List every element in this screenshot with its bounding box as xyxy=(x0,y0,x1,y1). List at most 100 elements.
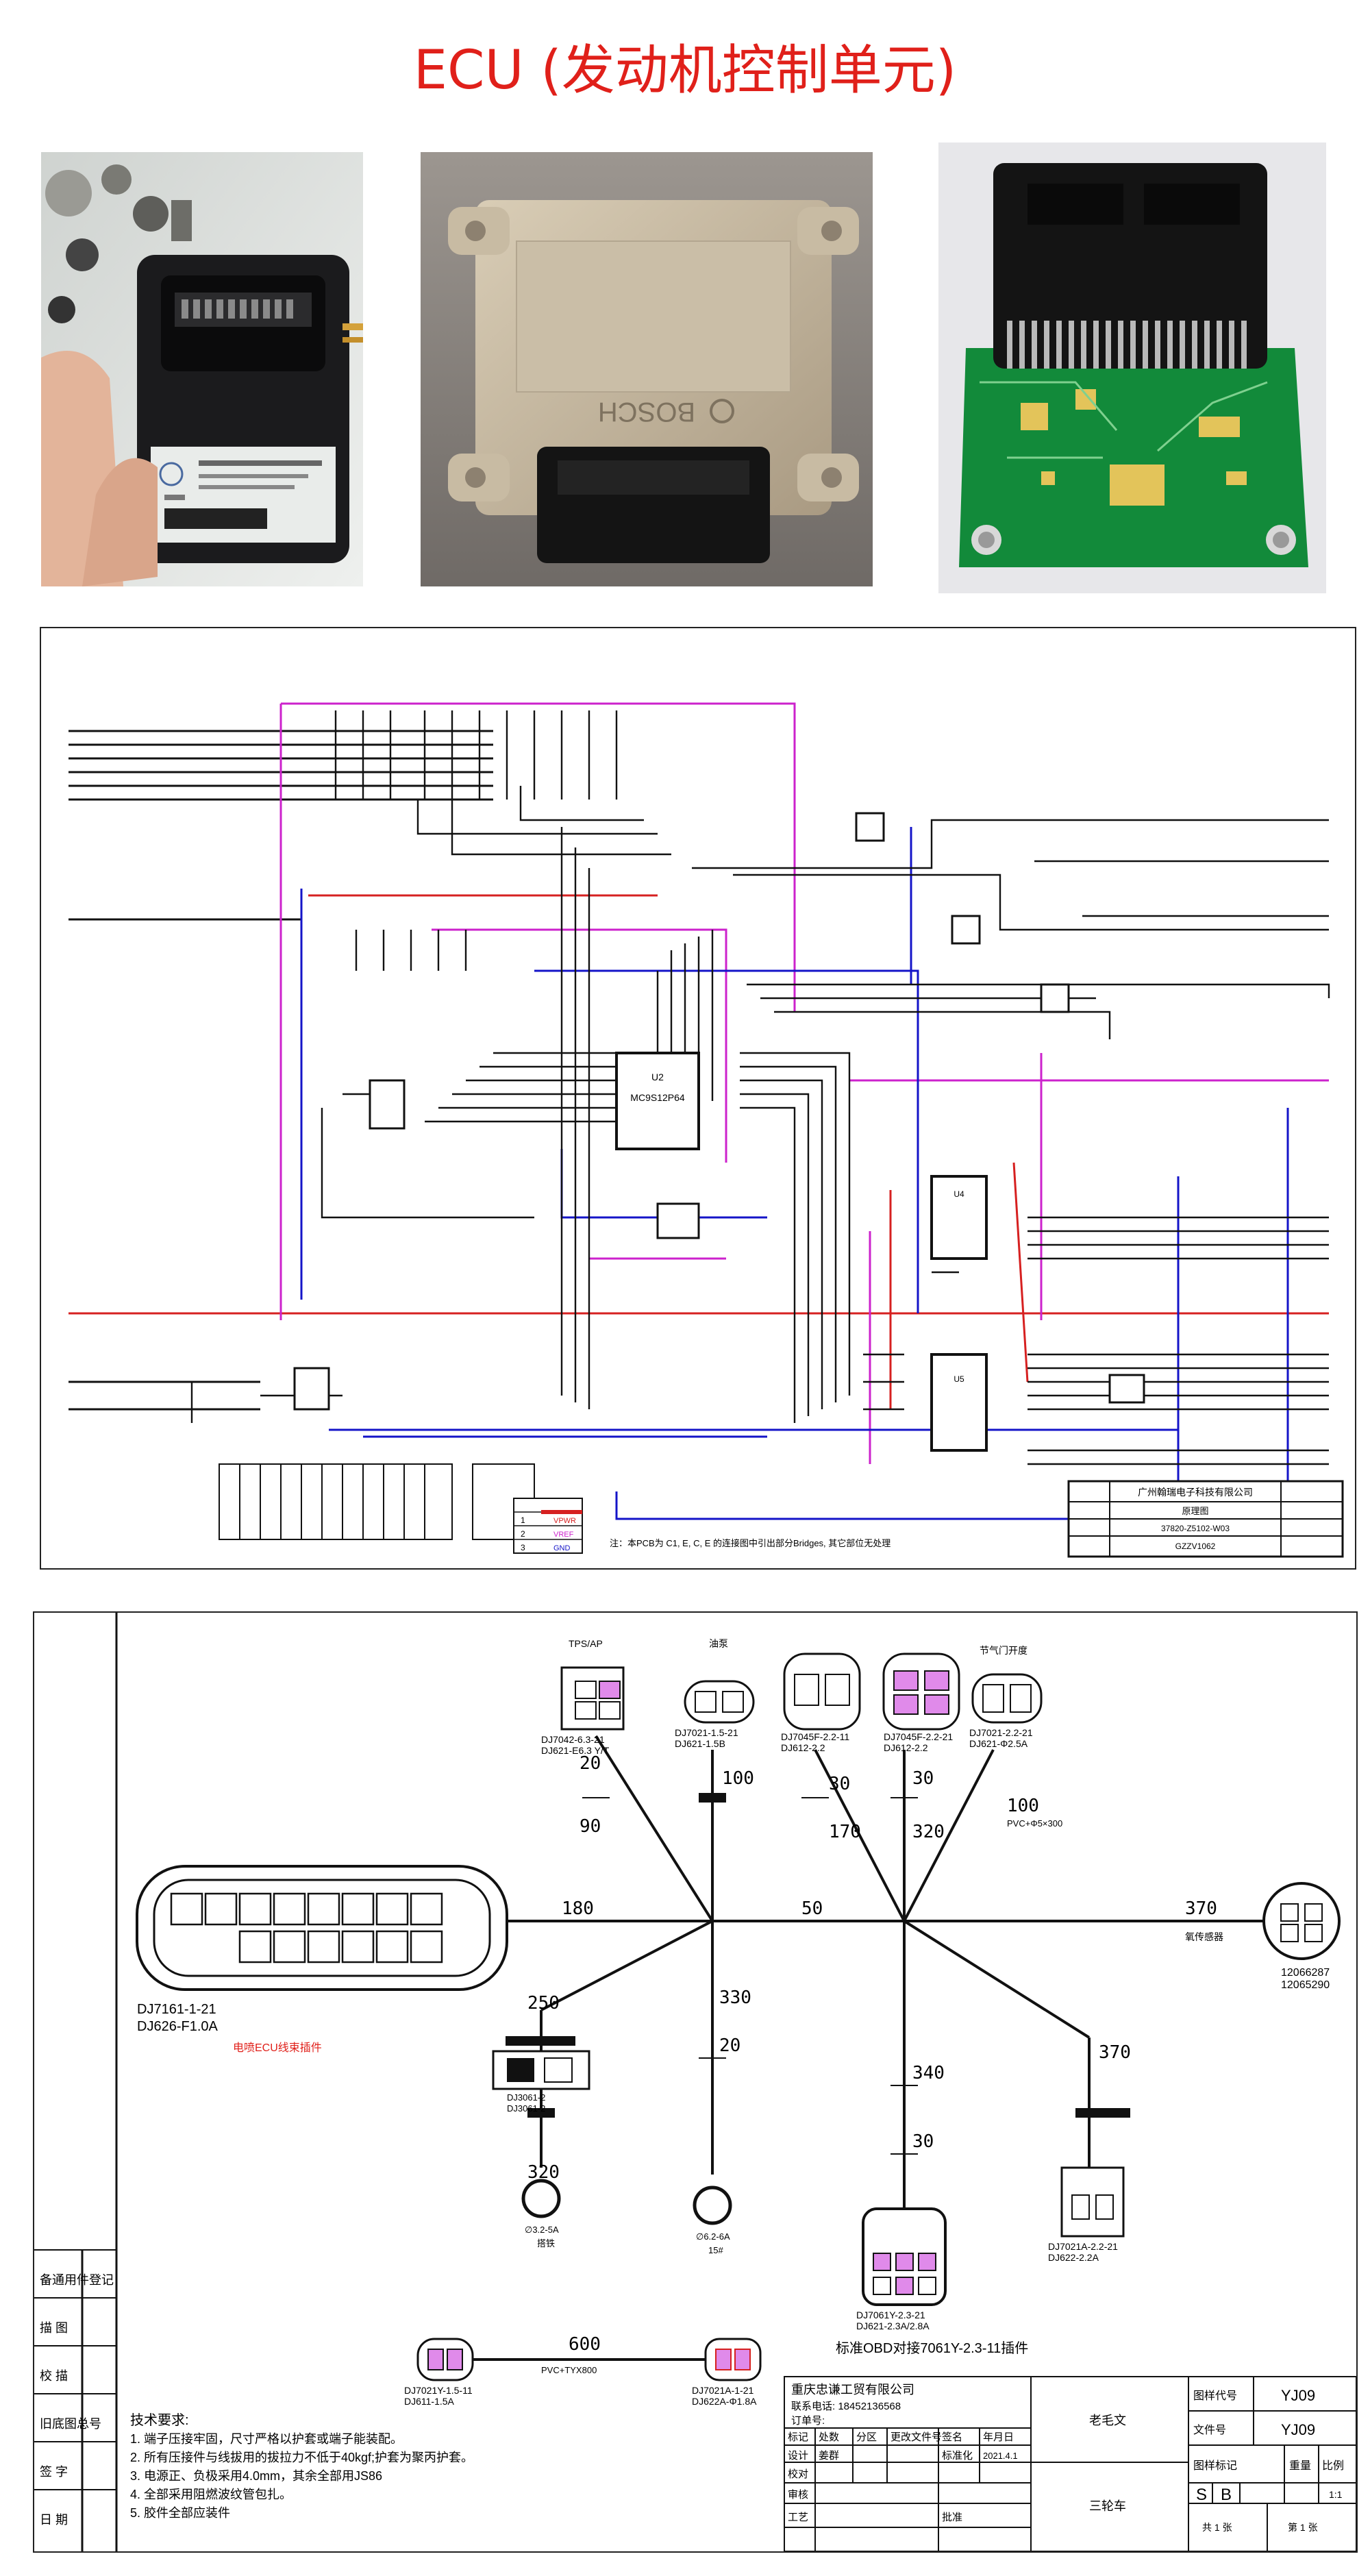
ecu-schematic-panel: U2 MC9S12P64 U4 U5 1 VPWR 2 VREF 3 GND 注… xyxy=(40,627,1356,1570)
cable-label: PVC+TYX800 xyxy=(541,2365,597,2375)
obd-label: 标准OBD对接7061Y-2.3-11插件 xyxy=(836,2340,1028,2356)
svg-text:技术要求:: 技术要求: xyxy=(130,2412,189,2428)
len-20: 20 xyxy=(580,1753,601,1774)
pigtail-right-code2: DJ622A-Φ1.8A xyxy=(692,2396,757,2407)
svg-text:文件号: 文件号 xyxy=(1193,2424,1226,2436)
svg-text:共 1 张: 共 1 张 xyxy=(1202,2522,1232,2533)
svg-text:校对: 校对 xyxy=(788,2468,808,2480)
side-label-3: 校 描 xyxy=(40,2369,68,2383)
connector-4-code1: DJ7045F-2.2-21 xyxy=(884,1731,953,1742)
svg-text:姜群: 姜群 xyxy=(819,2450,839,2462)
tb-phone: 联系电话: 18452136568 xyxy=(791,2401,901,2412)
left-mid-code1: DJ3061-2 xyxy=(507,2092,545,2103)
u5-chip xyxy=(930,1353,988,1452)
len-180: 180 xyxy=(562,1898,594,1919)
schematic-legend: 1 VPWR 2 VREF 3 GND xyxy=(513,1498,583,1554)
connector-pump-label: 油泵 xyxy=(709,1638,728,1649)
svg-text:S: S xyxy=(1196,2486,1207,2504)
len-600: 600 xyxy=(569,2334,601,2355)
tb-file-value: YJ09 xyxy=(1281,2421,1315,2438)
harness-diagram: 备通用件登记 描 图 校 描 旧底图总号 签 字 日 期 20 90 1 xyxy=(34,1613,1356,2551)
connector-pump xyxy=(684,1680,755,1724)
pigtail-connector-right xyxy=(704,2338,762,2381)
lower-right-code2: DJ622-2.2A xyxy=(1048,2252,1099,2263)
connector-tps-code2: DJ621-E6.3 Y/T xyxy=(541,1745,610,1756)
tb-code-value: YJ09 xyxy=(1281,2387,1315,2404)
u4-chip xyxy=(930,1175,988,1260)
main-connector-code1: DJ7161-1-21 xyxy=(137,2002,216,2017)
connector-tps xyxy=(560,1666,625,1731)
len-30-low: 30 xyxy=(912,2131,934,2152)
len-320: 320 xyxy=(912,1822,945,1842)
side-label-2: 描 图 xyxy=(40,2321,68,2335)
connector-throttle-code2: DJ621-Φ2.5A xyxy=(969,1738,1028,1749)
connector-obd xyxy=(862,2207,947,2306)
svg-text:4. 全部采用阻燃波纹管包扎。: 4. 全部采用阻燃波纹管包扎。 xyxy=(130,2488,292,2501)
len-50: 50 xyxy=(801,1898,823,1919)
ring2-label: 15# xyxy=(708,2245,723,2255)
connector-pump-code2: DJ621-1.5B xyxy=(675,1738,725,1749)
side-label-1: 备通用件登记 xyxy=(40,2273,114,2287)
svg-text:分区: 分区 xyxy=(856,2431,877,2443)
schematic-company: 广州翰瑞电子科技有限公司 xyxy=(1138,1487,1253,1498)
svg-text:3. 电源正、负极采用4.0mm，其余全部用JS86: 3. 电源正、负极采用4.0mm，其余全部用JS86 xyxy=(130,2469,382,2483)
len-330: 330 xyxy=(719,1987,751,2008)
svg-text:GND: GND xyxy=(553,1544,571,1552)
bosch-logo-text: BOSCH xyxy=(598,397,695,427)
pigtail-left-code2: DJ611-1.5A xyxy=(404,2396,455,2407)
main-connector-red-label: 电喷ECU线束插件 xyxy=(233,2042,322,2054)
svg-text:批准: 批准 xyxy=(942,2512,962,2523)
ring1-label: 搭铁 xyxy=(537,2238,555,2249)
o2-sensor-label: 氧传感器 xyxy=(1185,1931,1223,1942)
connector-tps-label: TPS/AP xyxy=(569,1638,603,1649)
svg-text:1. 端子压接牢固，尺寸严格以护套或端子能装配。: 1. 端子压接牢固，尺寸严格以护套或端子能装配。 xyxy=(130,2432,403,2446)
tube-label: PVC+Φ5×300 xyxy=(1007,1818,1062,1829)
svg-text:重量: 重量 xyxy=(1289,2460,1311,2472)
connector-pump-code1: DJ7021-1.5-21 xyxy=(675,1727,738,1738)
ecu-photo-pcb-board xyxy=(938,143,1326,593)
connector-3-code1: DJ7045F-2.2-11 xyxy=(781,1731,849,1742)
mcu-label: U2 xyxy=(651,1072,664,1082)
connector-3 xyxy=(783,1652,861,1731)
o2-code1: 12066287 xyxy=(1281,1967,1330,1979)
tb-vehicle: 三轮车 xyxy=(1089,2499,1126,2513)
schematic-note: 注：本PCB为 C1, E, C, E 的连接图中引出部分Bridges, 其它… xyxy=(610,1538,891,1548)
technical-requirements: 技术要求: 1. 端子压接牢固，尺寸严格以护套或端子能装配。 2. 所有压接件与… xyxy=(130,2412,473,2520)
connector-3-code2: DJ612-2.2 xyxy=(781,1742,825,1753)
len-170: 170 xyxy=(829,1822,861,1842)
svg-text:签名: 签名 xyxy=(942,2431,962,2443)
svg-text:标准化: 标准化 xyxy=(942,2450,973,2462)
svg-text:处数: 处数 xyxy=(819,2431,839,2443)
tb-company: 重庆忠谦工贸有限公司 xyxy=(791,2383,914,2397)
connector-lower-right xyxy=(1060,2166,1125,2238)
ring-terminal-1 xyxy=(521,2179,561,2218)
pigtail-right-code1: DJ7021A-1-21 xyxy=(692,2385,754,2396)
harness-title-block xyxy=(784,2376,1356,2551)
lower-right-code1: DJ7021A-2.2-21 xyxy=(1048,2241,1118,2252)
len-370-diag: 370 xyxy=(1099,2042,1131,2063)
harness-drawing-panel: 备通用件登记 描 图 校 描 旧底图总号 签 字 日 期 20 90 1 xyxy=(33,1611,1358,2553)
pigtail-left-code1: DJ7021Y-1.5-11 xyxy=(404,2385,473,2396)
schematic-code1: 37820-Z5102-W03 xyxy=(1161,1524,1230,1533)
svg-text:更改文件号: 更改文件号 xyxy=(891,2431,942,2443)
page-title: ECU (发动机控制单元) xyxy=(413,40,957,101)
svg-text:5. 胶件全部应装件: 5. 胶件全部应装件 xyxy=(130,2506,230,2520)
len-30-top: 30 xyxy=(912,1768,934,1789)
ecu-photo-handheld xyxy=(41,152,363,586)
obd-code1: DJ7061Y-2.3-21 xyxy=(856,2309,925,2320)
schematic-title-block: 广州翰瑞电子科技有限公司 原理图 37820-Z5102-W03 GZZV106… xyxy=(1067,1480,1344,1558)
connector-tps-code1: DJ7042-6.3-21 xyxy=(541,1734,605,1745)
schematic-code2: GZZV1062 xyxy=(1175,1541,1216,1551)
len-250: 250 xyxy=(527,1993,560,2014)
ring-terminal-2 xyxy=(693,2185,732,2225)
len-30: 30 xyxy=(829,1774,850,1794)
svg-text:年月日: 年月日 xyxy=(983,2431,1014,2443)
svg-text:B: B xyxy=(1221,2486,1232,2504)
svg-text:VREF: VREF xyxy=(553,1531,574,1539)
svg-text:标记: 标记 xyxy=(788,2431,808,2443)
svg-text:第 1 张: 第 1 张 xyxy=(1288,2522,1318,2533)
len-90: 90 xyxy=(580,1816,601,1837)
connector-4 xyxy=(882,1652,960,1731)
svg-text:3: 3 xyxy=(521,1543,525,1552)
connector-4-code2: DJ612-2.2 xyxy=(884,1742,928,1753)
